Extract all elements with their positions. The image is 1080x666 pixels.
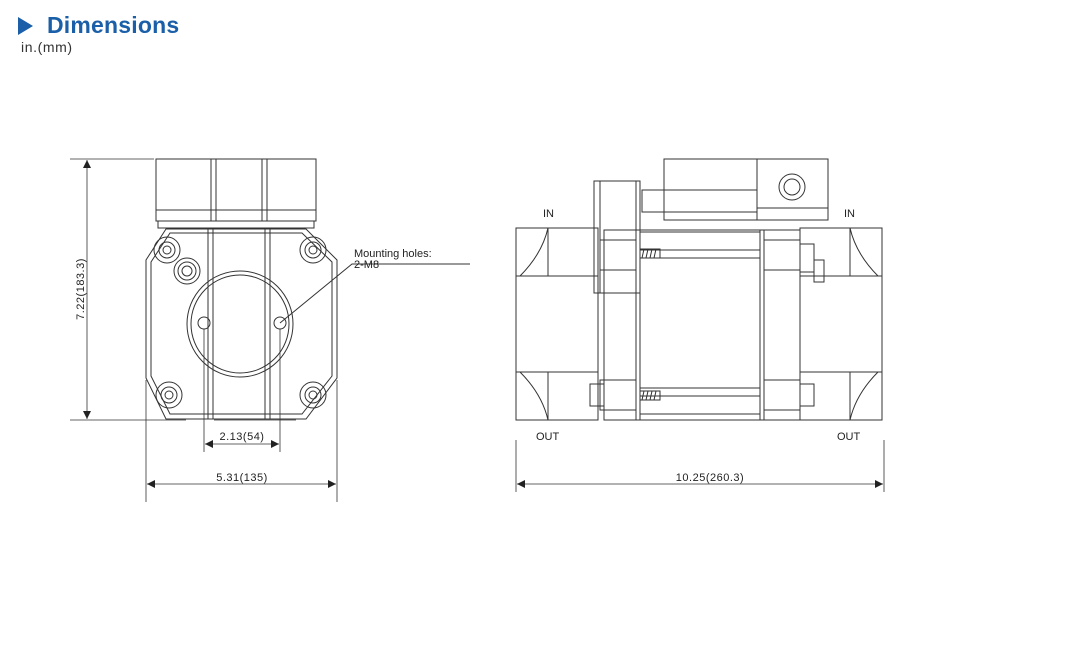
bolt-bottom-left [155,381,183,409]
front-flange [186,270,294,378]
width-dim-label: 5.31(135) [216,472,268,484]
units-label: in.(mm) [21,39,73,55]
front-housing [145,228,338,420]
hole-spacing-dim-label: 2.13(54) [220,431,265,443]
title-row: Dimensions [18,12,179,39]
header: Dimensions in.(mm) [18,12,179,55]
in-label-right: IN [844,208,855,220]
side-right-cap [799,227,883,421]
side-view [515,158,883,421]
in-label-left: IN [543,208,554,220]
height-dim-label: 7.22(183.3) [75,258,87,320]
side-left-cap [515,227,599,421]
triangle-bullet-icon [18,16,33,35]
side-pump-body [593,180,801,421]
page-title: Dimensions [47,12,180,38]
port-fitting [173,257,201,285]
side-dimensions [515,440,885,492]
out-label-right: OUT [837,431,861,443]
length-dim-label: 10.25(260.3) [676,472,744,484]
side-fittings [589,243,825,407]
top-port-icon [778,173,806,201]
tie-rod-top [639,248,661,259]
callout-text-2: 2-M8 [354,259,379,271]
out-label-left: OUT [536,431,560,443]
front-view [145,158,470,420]
bolt-bottom-right [299,381,327,409]
front-top-block [155,158,317,229]
front-dimensions [70,158,338,502]
bolt-top-left [153,236,181,264]
tie-rod-bottom [639,390,661,401]
side-top-block [641,158,829,221]
callout-text-1: Mounting holes: [354,248,432,260]
bolt-top-right [299,236,327,264]
callout-leader [279,263,470,324]
